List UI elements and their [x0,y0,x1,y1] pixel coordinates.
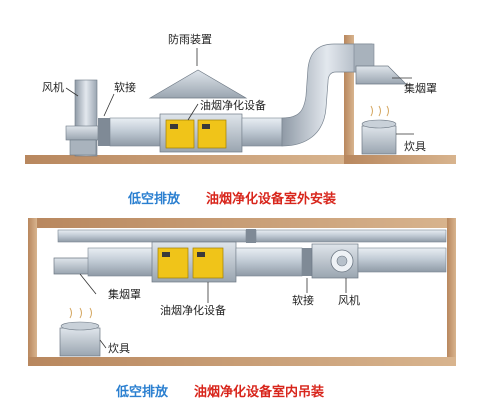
purifier-display-2 [202,124,210,129]
leader-indoor-hood [79,273,97,295]
label-indoor-soft-joint: 软接 [292,293,314,307]
indoor-floor [28,357,456,366]
label-indoor-stove: 炊具 [108,342,130,355]
left-wall [28,218,37,366]
stove-top [361,119,397,129]
label-purifier: 油烟净化设备 [200,98,266,112]
label-soft-joint: 软接 [114,80,136,94]
leader-fan [65,87,79,97]
rain-cover [148,69,248,99]
caption-indoor-red: 油烟净化设备室内吊装 [194,384,324,400]
duct-left [109,117,165,147]
caption-indoor-blue: 低空排放 [115,384,169,400]
indoor-soft-joint [302,248,312,276]
indoor-duct-right [235,247,303,277]
fan-hub [336,255,348,267]
label-indoor-fan: 风机 [338,293,360,307]
indoor-stove [59,327,101,357]
label-rain-cover: 防雨装置 [168,32,212,46]
leader-soft-joint [103,93,115,117]
purifier-display-1 [170,124,178,129]
duct-right [241,117,283,147]
ceiling-duct-left [57,229,247,243]
ceiling-joint [246,229,256,243]
label-fan: 风机 [42,80,64,94]
ceiling-slab [28,218,456,228]
leader-purifier [187,103,199,121]
outdoor-installation-diagram: 防雨装置 风机 软接 油烟净化设备 集烟罩 炊具 低空排放 油烟净化设备室外安装 [25,32,456,207]
ground-slab [25,155,345,164]
indoor-stove-top [60,321,100,331]
caption-outdoor-blue: 低空排放 [127,191,181,207]
steam-icon [370,105,389,117]
indoor-exhaust-duct [357,247,447,273]
building-wall [344,35,354,164]
fan-motor [65,125,99,141]
label-hood: 集烟罩 [404,81,437,95]
indoor-duct-left [87,247,155,277]
smoke-hood [355,65,407,85]
stove [361,125,397,155]
label-indoor-purifier: 油烟净化设备 [160,303,226,317]
leader-indoor-stove [99,339,107,349]
indoor-installation-diagram: 集烟罩 油烟净化设备 软接 风机 炊具 低空排放 油烟净化设备室内吊装 [28,218,456,400]
ceiling-duct-right [255,229,447,243]
label-indoor-hood: 集烟罩 [108,287,141,301]
indoor-purifier-display-1 [162,252,170,257]
fan-base [69,139,97,156]
label-stove: 炊具 [404,140,426,153]
soft-joint [98,118,110,146]
indoor-purifier-display-2 [197,252,205,257]
right-wall [447,218,456,366]
indoor-steam-icon [69,307,92,319]
building-floor [344,155,456,164]
caption-outdoor-red: 油烟净化设备室外安装 [206,191,336,207]
